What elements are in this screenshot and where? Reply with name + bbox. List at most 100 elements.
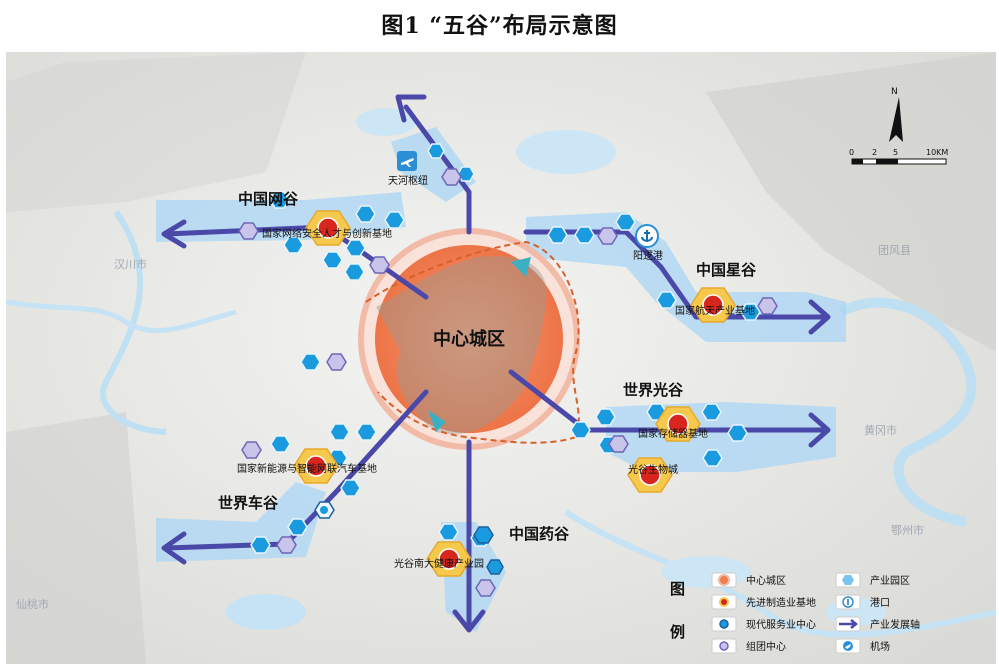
development-axes — [161, 94, 831, 633]
industrial-park-icon — [322, 251, 343, 269]
manufacturing-base-icon — [655, 406, 701, 442]
manufacturing-base-icon — [690, 287, 736, 323]
port-icon[interactable] — [635, 224, 659, 248]
industrial-park-icon — [842, 575, 854, 585]
cluster-center-icon — [241, 441, 262, 459]
svg-text:中心城区: 中心城区 — [746, 574, 786, 587]
service-center-icon — [486, 559, 504, 575]
base-label-storage: 国家存储器基地 — [638, 427, 708, 440]
service-center-icon — [320, 506, 328, 514]
center-zone-icon — [718, 574, 730, 586]
industrial-park-icon — [355, 205, 376, 223]
legend-item: 机场 — [835, 638, 890, 654]
service-center-icon — [473, 526, 494, 544]
legend-item: 先进制造业基地 — [711, 594, 816, 610]
place-label-huanggang: 黄冈市 — [864, 423, 897, 437]
north-arrow: N — [889, 87, 903, 142]
svg-text:产业园区: 产业园区 — [870, 574, 910, 587]
legend-item: 港口 — [835, 594, 890, 610]
cluster-center-icon — [369, 256, 390, 274]
cluster-center-icon — [326, 353, 347, 371]
industrial-park-icon — [283, 236, 304, 254]
manufacturing-base-icon — [426, 541, 472, 577]
industrial-park-icon — [702, 449, 723, 467]
legend-item: 现代服务业中心 — [711, 616, 816, 632]
service-center-icon — [719, 619, 729, 629]
cluster-center-icon — [441, 168, 462, 186]
cluster-center-icon — [719, 641, 729, 651]
industrial-park-icon — [287, 518, 308, 536]
industrial-park-icon — [269, 191, 290, 209]
base-labels: 国家网络安全人才与创新基地 国家航天产业基地 国家存储器基地 光谷生物城 国家新… — [237, 174, 755, 570]
place-label-hanchuan: 汉川市 — [114, 257, 147, 271]
manufacturing-base-icon — [293, 448, 339, 484]
legend-title-1: 图 — [670, 580, 685, 598]
industrial-park-icon — [438, 523, 459, 541]
map-canvas[interactable]: 中心城区 中国网谷 中国星谷 世界光谷 世界车谷 中国药谷 国家网络安全人才与创… — [6, 52, 996, 664]
valley-label-med: 中国药谷 — [509, 525, 570, 543]
cluster-center-icon — [475, 579, 496, 597]
industrial-park-icon — [384, 211, 405, 229]
base-label-car: 国家新能源与智能网联汽车基地 — [237, 462, 377, 475]
valley-label-car: 世界车谷 — [218, 494, 279, 512]
valley-label-star: 中国星谷 — [696, 261, 757, 279]
legend-item: 中心城区 — [711, 572, 786, 588]
industrial-park-icon — [250, 536, 271, 554]
service-centers[interactable] — [314, 501, 504, 575]
scale-bar: 0 2 5 10KM — [849, 148, 948, 165]
svg-text:10KM: 10KM — [926, 148, 948, 157]
industrial-park-icon — [427, 143, 445, 159]
cluster-center-icon — [597, 227, 618, 245]
valley-labels: 中国网谷 中国星谷 世界光谷 世界车谷 中国药谷 — [218, 190, 757, 543]
industrial-park-icon — [727, 424, 748, 442]
svg-text:组团中心: 组团中心 — [746, 640, 786, 653]
industrial-park-icon — [344, 263, 365, 281]
center-zone[interactable] — [358, 228, 580, 450]
development-axis-icon — [839, 619, 859, 629]
industrial-park-icon — [329, 423, 350, 441]
svg-text:0: 0 — [849, 148, 854, 157]
svg-text:先进制造业基地: 先进制造业基地 — [746, 596, 816, 609]
legend: 图 例 中心城区 先进制造业基地 现代服务业中心 组团中心 产业园区 — [670, 572, 920, 654]
airport-icon[interactable] — [397, 151, 417, 171]
cluster-center-icon — [276, 536, 297, 554]
industrial-park-icon — [574, 226, 595, 244]
cluster-centers[interactable] — [238, 168, 778, 597]
industrial-park-icon — [595, 408, 616, 426]
industrial-park-icon — [270, 435, 291, 453]
industrial-parks[interactable] — [250, 143, 761, 554]
industrial-park-icon — [740, 303, 761, 321]
svg-text:现代服务业中心: 现代服务业中心 — [746, 618, 816, 631]
cluster-center-icon — [608, 435, 629, 453]
industrial-park-icon — [300, 353, 321, 371]
industrial-park-icon — [570, 421, 591, 439]
cluster-center-icon — [757, 297, 778, 315]
page-title: 图1 “五谷”布局示意图 — [381, 13, 618, 39]
svg-text:机场: 机场 — [870, 640, 890, 653]
industrial-park-icon — [701, 403, 722, 421]
svg-text:港口: 港口 — [870, 597, 890, 609]
legend-item: 产业园区 — [835, 572, 910, 588]
manufacturing-base-icon — [719, 597, 729, 607]
base-label-net: 国家网络安全人才与创新基地 — [262, 227, 392, 240]
place-label-ezhou: 鄂州市 — [891, 523, 924, 537]
manufacturing-base-icon — [627, 457, 673, 493]
valley-label-light: 世界光谷 — [623, 381, 684, 399]
svg-text:产业发展轴: 产业发展轴 — [870, 618, 920, 631]
industrial-park-icon — [356, 423, 377, 441]
place-label-xiantao: 仙桃市 — [16, 597, 49, 611]
cluster-center-icon — [238, 222, 259, 240]
place-labels: 汉川市 仙桃市 黄冈市 鄂州市 团风县 — [16, 244, 924, 611]
industrial-park-icon — [615, 213, 636, 231]
manufacturing-bases[interactable] — [293, 210, 736, 577]
base-label-star: 国家航天产业基地 — [675, 304, 755, 317]
facility-label-port: 阳逻港 — [633, 250, 663, 262]
valley-label-net: 中国网谷 — [238, 190, 299, 208]
legend-item: 产业发展轴 — [835, 616, 920, 632]
industrial-park-icon — [547, 226, 568, 244]
svg-text:N: N — [891, 87, 898, 97]
manufacturing-base-icon — [305, 210, 351, 246]
center-label: 中心城区 — [433, 328, 505, 350]
svg-text:2: 2 — [872, 148, 877, 157]
industrial-park-icon — [340, 479, 361, 497]
